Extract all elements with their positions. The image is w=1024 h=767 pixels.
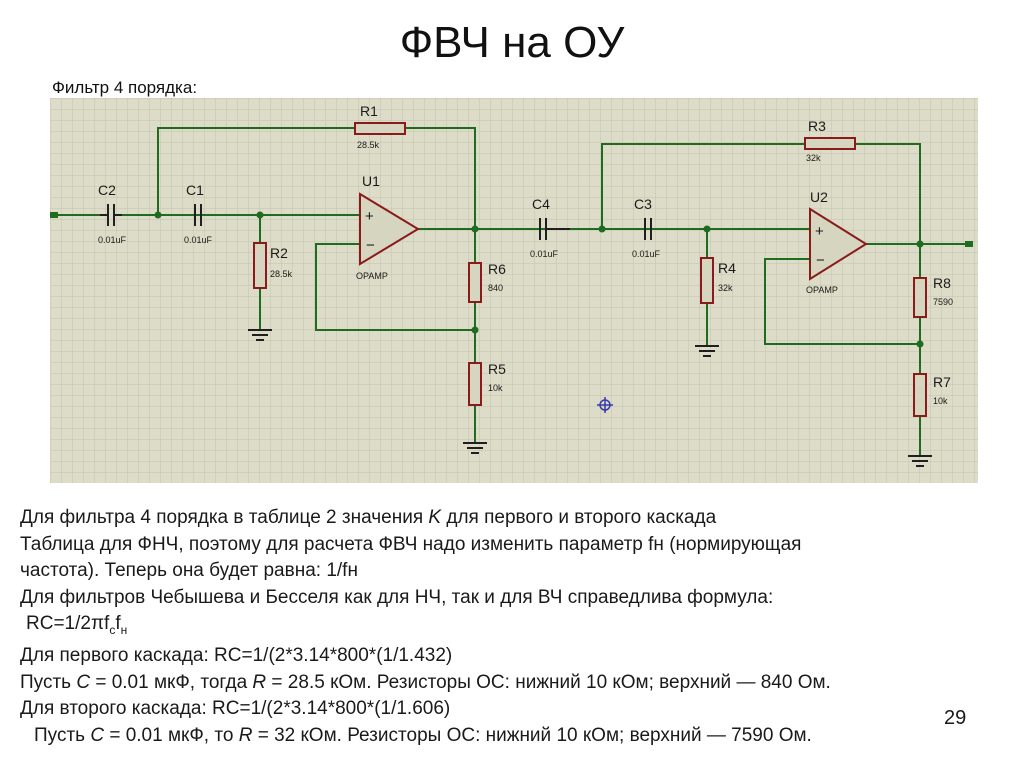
label-c1-ref: C1 — [186, 182, 204, 198]
ground-symbols — [248, 329, 932, 467]
resistor-r4 — [700, 257, 714, 304]
page-title: ФВЧ на ОУ — [399, 18, 625, 67]
label-r8-ref: R8 — [933, 275, 951, 291]
label-r5-ref: R5 — [488, 361, 506, 377]
capacitor-c3 — [644, 218, 652, 240]
resistor-r2 — [253, 242, 267, 289]
u1-plus-sign: + — [365, 208, 374, 225]
page-number: 29 — [944, 707, 967, 729]
label-c1-value: 0.01uF — [184, 235, 213, 245]
label-r7-ref: R7 — [933, 374, 951, 390]
resistor-r7 — [913, 373, 927, 417]
text-line-2: Таблица для ФНЧ, поэтому для расчета ФВЧ… — [20, 533, 802, 555]
u2-plus-sign: + — [815, 223, 824, 240]
resistor-r3 — [804, 137, 856, 150]
label-c3-value: 0.01uF — [632, 249, 661, 259]
circuit-schematic: + − + − R1 28.5k R2 28.5k R3 32k R4 32k … — [50, 98, 978, 483]
resistor-r1 — [354, 122, 406, 135]
opamp-u1 — [359, 192, 420, 266]
label-r6-value: 840 — [488, 283, 503, 293]
capacitor-c2 — [100, 204, 122, 226]
crosshair-marker — [597, 397, 613, 413]
label-r4-ref: R4 — [718, 260, 736, 276]
label-u1-type: OPAMP — [356, 271, 388, 281]
u2-minus-sign: − — [816, 252, 825, 269]
resistor-r8 — [913, 277, 927, 318]
text-line-1: Для фильтра 4 порядка в таблице 2 значен… — [20, 507, 717, 528]
capacitor-c4 — [539, 218, 570, 240]
opamp-u2 — [809, 207, 868, 281]
label-c2-value: 0.01uF — [98, 235, 127, 245]
label-r7-value: 10k — [933, 396, 948, 406]
text-line-4: Для фильтров Чебышева и Бесселя как для … — [20, 586, 774, 608]
label-r4-value: 32k — [718, 283, 733, 293]
text-line-8: Для второго каскада: RC=1/(2*3.14*800*(1… — [20, 698, 451, 720]
text-line-6: Для первого каскада: RC=1/(2*3.14*800*(1… — [20, 645, 453, 667]
label-r1-ref: R1 — [360, 103, 378, 119]
label-r3-value: 32k — [806, 153, 821, 163]
label-r5-value: 10k — [488, 383, 503, 393]
resistor-r5 — [468, 362, 482, 406]
label-u2-type: OPAMP — [806, 285, 838, 295]
resistor-r6 — [468, 262, 482, 303]
label-r2-ref: R2 — [270, 245, 288, 261]
label-c4-ref: C4 — [532, 196, 550, 212]
capacitor-c1 — [194, 204, 202, 226]
label-r2-value: 28.5k — [270, 269, 293, 279]
label-c4-value: 0.01uF — [530, 249, 559, 259]
explanation-text: Для фильтра 4 порядка в таблице 2 значен… — [20, 505, 1010, 749]
label-r6-ref: R6 — [488, 261, 506, 277]
label-r3-ref: R3 — [808, 118, 826, 134]
label-c3-ref: C3 — [634, 196, 652, 212]
label-u1-ref: U1 — [362, 173, 380, 189]
schematic-caption: Фильтр 4 порядка: — [52, 78, 198, 97]
formula-line: RC=1/2πfcfн — [26, 613, 128, 637]
text-line-3: частота). Теперь она будет равна: 1/fн — [20, 560, 358, 581]
text-line-9: Пусть C = 0.01 мкФ, то R = 32 кОм. Резис… — [34, 724, 812, 746]
text-line-7: Пусть C = 0.01 мкФ, тогда R = 28.5 кОм. … — [20, 671, 831, 693]
u1-minus-sign: − — [366, 237, 375, 254]
label-u2-ref: U2 — [810, 189, 828, 205]
label-r8-value: 7590 — [933, 297, 953, 307]
label-c2-ref: C2 — [98, 182, 116, 198]
label-r1-value: 28.5k — [357, 140, 380, 150]
